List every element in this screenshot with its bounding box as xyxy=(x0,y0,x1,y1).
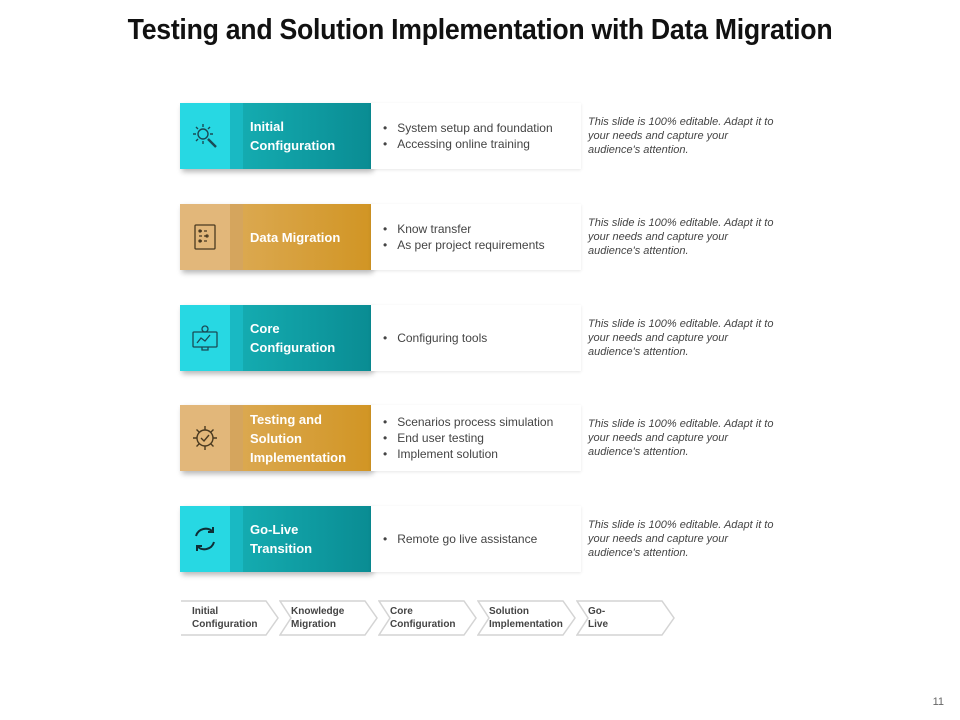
step-label-box: Testing and Solution Implementation xyxy=(243,405,371,471)
step-card: Testing and Solution Implementation xyxy=(180,405,371,471)
slide-title: Testing and Solution Implementation with… xyxy=(127,14,833,46)
gear-check-icon xyxy=(180,405,230,471)
step-bullets: Know transfer As per project requirement… xyxy=(371,204,581,270)
process-chevron-label: Core Configuration xyxy=(390,606,456,630)
step-description: This slide is 100% editable. Adapt it to… xyxy=(588,217,774,257)
step-label: Testing and Solution Implementation xyxy=(250,411,347,465)
step-description: This slide is 100% editable. Adapt it to… xyxy=(588,519,774,559)
data-transfer-document-icon xyxy=(180,204,230,270)
step-row-initial-configuration: Initial Configuration System setup and f… xyxy=(180,103,780,169)
step-label: Core Configuration xyxy=(250,321,336,355)
card-strip xyxy=(230,305,243,371)
bullet-item: Accessing online training xyxy=(383,136,581,152)
card-strip xyxy=(230,204,243,270)
step-row-data-migration: Data Migration Know transfer As per proj… xyxy=(180,204,780,270)
step-label: Data Migration xyxy=(250,229,341,245)
step-card: Data Migration xyxy=(180,204,371,270)
step-label-box: Data Migration xyxy=(243,204,371,270)
card-strip xyxy=(230,405,243,471)
step-bullets: System setup and foundation Accessing on… xyxy=(371,103,581,169)
gear-wrench-icon xyxy=(180,103,230,169)
process-chevron-label: Go-Live xyxy=(588,606,609,630)
bullet-item: Configuring tools xyxy=(383,330,581,346)
step-card: Core Configuration xyxy=(180,305,371,371)
step-bullets: Scenarios process simulation End user te… xyxy=(371,405,581,471)
bullet-item: Know transfer xyxy=(383,221,581,237)
step-row-testing-solution-implementation: Testing and Solution Implementation Scen… xyxy=(180,405,780,471)
step-card: Go-Live Transition xyxy=(180,506,371,572)
step-label-box: Core Configuration xyxy=(243,305,371,371)
step-label: Go-Live Transition xyxy=(250,522,313,556)
dashboard-settings-icon xyxy=(180,305,230,371)
refresh-cycle-icon xyxy=(180,506,230,572)
bullet-item: As per project requirements xyxy=(383,237,581,253)
bullet-item: Implement solution xyxy=(383,446,581,462)
step-bullets: Configuring tools xyxy=(371,305,581,371)
step-label: Initial Configuration xyxy=(250,119,336,153)
process-chevrons: Initial Configuration Knowledge Migratio… xyxy=(180,600,680,636)
process-chevron-label: Knowledge Migration xyxy=(291,606,345,630)
step-description: This slide is 100% editable. Adapt it to… xyxy=(588,116,774,156)
step-row-core-configuration: Core Configuration Configuring tools Thi… xyxy=(180,305,780,371)
card-strip xyxy=(230,506,243,572)
bullet-item: Scenarios process simulation xyxy=(383,414,581,430)
bullet-item: End user testing xyxy=(383,430,581,446)
step-bullets: Remote go live assistance xyxy=(371,506,581,572)
process-chevron-label: Initial Configuration xyxy=(192,606,258,630)
process-chevron-label: Solution Implementation xyxy=(489,606,563,630)
step-card: Initial Configuration xyxy=(180,103,371,169)
bullet-item: Remote go live assistance xyxy=(383,531,581,547)
step-label-box: Initial Configuration xyxy=(243,103,371,169)
step-label-box: Go-Live Transition xyxy=(243,506,371,572)
step-description: This slide is 100% editable. Adapt it to… xyxy=(588,418,774,458)
card-strip xyxy=(230,103,243,169)
page-number: 11 xyxy=(932,696,944,708)
step-description: This slide is 100% editable. Adapt it to… xyxy=(588,318,774,358)
step-row-go-live-transition: Go-Live Transition Remote go live assist… xyxy=(180,506,780,572)
bullet-item: System setup and foundation xyxy=(383,120,581,136)
